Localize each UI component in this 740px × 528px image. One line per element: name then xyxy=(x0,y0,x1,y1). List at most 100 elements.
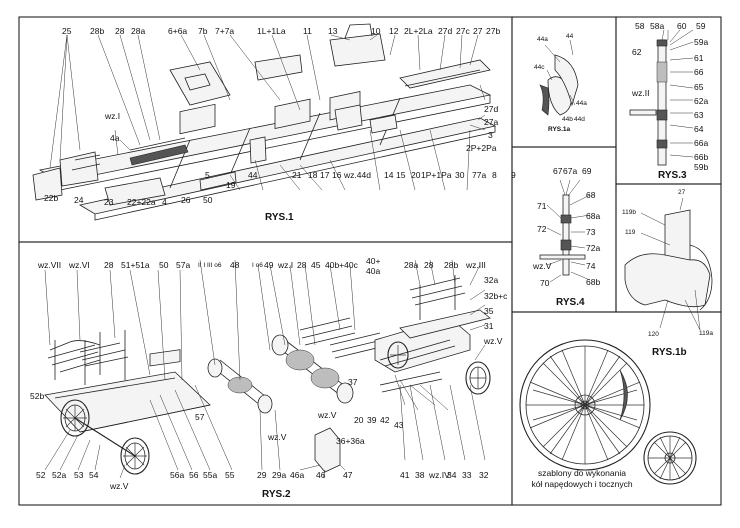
part-label: 37 xyxy=(348,377,358,387)
part-label: 49 xyxy=(264,260,274,270)
part-label: 29a xyxy=(272,470,287,480)
part-label: wz.IV xyxy=(429,470,450,480)
part-label: 69 xyxy=(582,166,592,176)
part-label: 13 xyxy=(328,26,338,36)
part-label: 21 xyxy=(292,170,302,180)
part-label: 67a xyxy=(563,166,578,176)
part-label: 41 xyxy=(400,470,410,480)
part-label: 33 xyxy=(462,470,472,480)
part-label: 34 xyxy=(447,470,457,480)
part-label: 20 xyxy=(354,415,364,425)
part-label: 18 xyxy=(308,170,318,180)
rys1-leader-lines xyxy=(49,34,486,191)
part-label: 4a xyxy=(110,133,120,143)
part-label: 1L+1La xyxy=(257,26,286,36)
part-label: 60 xyxy=(677,21,687,31)
part-label: 53 xyxy=(74,470,84,480)
part-label: 44a xyxy=(576,100,587,107)
part-label: 56a xyxy=(170,470,185,480)
part-label: 10 xyxy=(371,26,381,36)
part-label: wz.II xyxy=(632,88,650,98)
part-label: 59b xyxy=(694,162,709,172)
rys4-drawing xyxy=(539,179,591,283)
part-label: 65 xyxy=(694,82,704,92)
wheel-templates xyxy=(519,339,697,485)
part-label: 19 xyxy=(226,180,236,190)
part-label: 42 xyxy=(380,415,390,425)
part-label: 40+ xyxy=(366,256,381,266)
part-label: 27 xyxy=(473,26,483,36)
rys1b-title: RYS.1b xyxy=(652,347,687,358)
part-label: 68b xyxy=(586,277,601,287)
part-label: 64 xyxy=(694,124,704,134)
part-label: 62 xyxy=(632,47,642,57)
part-label: 27a xyxy=(484,117,499,127)
caption-line-2: kół napędowych i tocznych xyxy=(531,479,633,489)
part-label: wz.V xyxy=(268,432,287,442)
part-label: 39 xyxy=(367,415,377,425)
part-label: 22+22a xyxy=(127,197,156,207)
part-label: 44 xyxy=(566,33,574,40)
part-label: I o6 xyxy=(252,262,263,269)
part-label: 44d xyxy=(574,116,585,123)
part-label: 6+6a xyxy=(168,26,188,36)
part-label: 66a xyxy=(694,138,709,148)
part-label: 5 xyxy=(205,170,210,180)
rys1b-drawing xyxy=(624,197,713,331)
part-label: 28a xyxy=(131,26,146,36)
part-label: 28b xyxy=(444,260,459,270)
part-label: 15 xyxy=(396,170,406,180)
part-label: 9 xyxy=(511,170,516,180)
rys1-title: RYS.1 xyxy=(265,212,294,223)
part-label: 40a xyxy=(366,266,381,276)
wheel-template-caption: szablony do wykonania kół napędowych i t… xyxy=(522,468,642,490)
part-label: 45 xyxy=(311,260,321,270)
part-label: 8 xyxy=(492,170,497,180)
part-label: 71 xyxy=(537,201,547,211)
part-label: 30 xyxy=(455,170,465,180)
part-label: 31 xyxy=(484,321,494,331)
part-label: wz.I xyxy=(278,260,294,270)
part-label: 38 xyxy=(415,470,425,480)
part-label: wz.III xyxy=(466,260,486,270)
part-label: 29 xyxy=(257,470,267,480)
part-label: 4 xyxy=(162,197,167,207)
part-label: 44a xyxy=(537,36,548,43)
part-label: 44b xyxy=(562,116,573,123)
part-label: 11 xyxy=(303,26,312,36)
part-label: 72 xyxy=(537,224,547,234)
part-label: 51+51a xyxy=(121,260,150,270)
caption-line-1: szablony do wykonania xyxy=(538,468,626,478)
part-label: 32 xyxy=(479,470,489,480)
part-label: 119b xyxy=(622,209,636,216)
part-label: 1P+1Pa xyxy=(421,170,452,180)
part-label: 58a xyxy=(650,21,665,31)
part-label: wz.V xyxy=(318,410,337,420)
part-label: wz.V xyxy=(533,261,552,271)
part-label: 12 xyxy=(389,26,399,36)
part-label: 62a xyxy=(694,96,709,106)
rys3-title: RYS.3 xyxy=(658,170,687,181)
part-label: 50 xyxy=(203,195,213,205)
panel-frames xyxy=(18,16,722,506)
part-label: 73 xyxy=(586,227,596,237)
part-label: 25 xyxy=(62,26,72,36)
part-label: 67 xyxy=(553,166,563,176)
part-label: wz.VI xyxy=(69,260,90,270)
part-label: 58 xyxy=(635,21,645,31)
part-label: 66b xyxy=(694,152,709,162)
part-label: 3 xyxy=(488,130,493,140)
part-label: 35 xyxy=(484,306,494,316)
part-label: 2L+2La xyxy=(404,26,433,36)
part-label: 72a xyxy=(586,243,601,253)
part-label: 28 xyxy=(297,260,307,270)
part-label: 16 xyxy=(332,170,342,180)
part-label: 63 xyxy=(694,110,704,120)
part-label: 66 xyxy=(694,67,704,77)
part-label: 26 xyxy=(181,195,191,205)
part-label: 46a xyxy=(290,470,305,480)
part-label: 32b+c xyxy=(484,291,508,301)
part-label: 57a xyxy=(176,260,191,270)
part-label: 7b xyxy=(198,26,208,36)
